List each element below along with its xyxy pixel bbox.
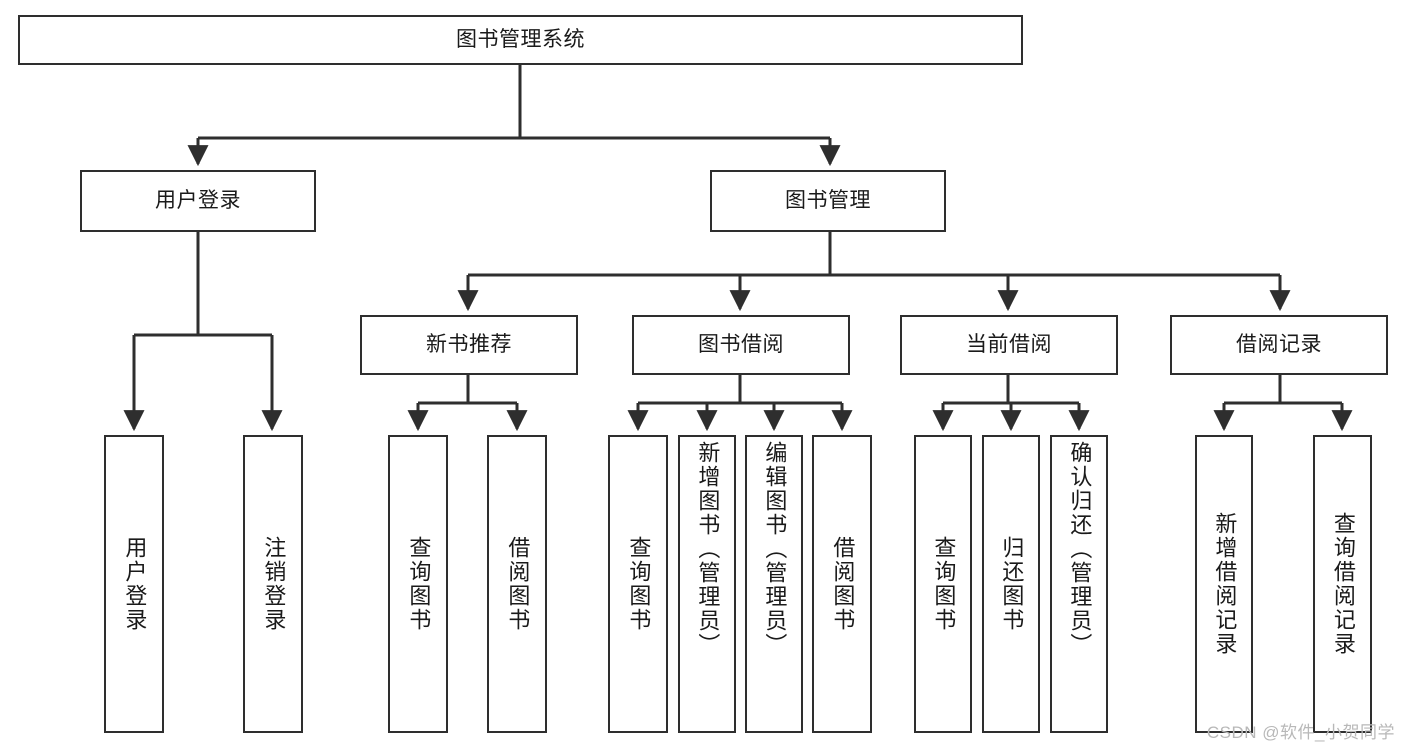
node-book-borrow-label: 图书借阅 xyxy=(698,333,784,357)
leaf-query-book-rec[interactable]: 查询图书 xyxy=(388,435,448,733)
leaf-query-book-borrow[interactable]: 查询图书 xyxy=(608,435,668,733)
node-user-login[interactable]: 用户登录 xyxy=(80,170,316,232)
leaf-query-borrow-record[interactable]: 查询借阅记录 xyxy=(1313,435,1372,733)
leaf-query-book-current[interactable]: 查询图书 xyxy=(914,435,972,733)
leaf-borrow-book-label: 借阅图书 xyxy=(830,536,856,632)
leaf-borrow-book[interactable]: 借阅图书 xyxy=(812,435,872,733)
node-new-book-recommend-label: 新书推荐 xyxy=(426,333,512,357)
leaf-add-borrow-record-label: 新增借阅记录 xyxy=(1212,512,1238,656)
leaf-return-book-label: 归还图书 xyxy=(999,536,1025,632)
leaf-logout[interactable]: 注销登录 xyxy=(243,435,303,733)
leaf-query-book-current-label: 查询图书 xyxy=(931,536,957,632)
node-new-book-recommend[interactable]: 新书推荐 xyxy=(360,315,578,375)
leaf-edit-book-label: 编辑图书（管理员） xyxy=(762,441,788,657)
node-root-label: 图书管理系统 xyxy=(456,28,585,52)
csdn-watermark: CSDN @软件_小贺同学 xyxy=(1206,723,1395,742)
node-book-management-label: 图书管理 xyxy=(785,189,871,213)
node-user-login-label: 用户登录 xyxy=(155,189,241,213)
leaf-query-book-rec-label: 查询图书 xyxy=(406,536,432,632)
leaf-confirm-return[interactable]: 确认归还（管理员） xyxy=(1050,435,1108,733)
node-borrow-record-label: 借阅记录 xyxy=(1236,333,1322,357)
leaf-query-borrow-record-label: 查询借阅记录 xyxy=(1330,512,1356,656)
leaf-query-book-borrow-label: 查询图书 xyxy=(626,536,652,632)
leaf-return-book[interactable]: 归还图书 xyxy=(982,435,1040,733)
leaf-logout-label: 注销登录 xyxy=(261,536,287,632)
node-book-management[interactable]: 图书管理 xyxy=(710,170,946,232)
leaf-add-borrow-record[interactable]: 新增借阅记录 xyxy=(1195,435,1253,733)
leaf-borrow-book-rec-label: 借阅图书 xyxy=(505,536,531,632)
node-borrow-record[interactable]: 借阅记录 xyxy=(1170,315,1388,375)
node-current-borrow[interactable]: 当前借阅 xyxy=(900,315,1118,375)
leaf-add-book-label: 新增图书（管理员） xyxy=(695,441,721,657)
node-book-borrow[interactable]: 图书借阅 xyxy=(632,315,850,375)
node-root[interactable]: 图书管理系统 xyxy=(18,15,1023,65)
node-current-borrow-label: 当前借阅 xyxy=(966,333,1052,357)
leaf-user-login-label: 用户登录 xyxy=(122,536,148,632)
leaf-borrow-book-rec[interactable]: 借阅图书 xyxy=(487,435,547,733)
leaf-edit-book[interactable]: 编辑图书（管理员） xyxy=(745,435,803,733)
leaf-user-login[interactable]: 用户登录 xyxy=(104,435,164,733)
leaf-add-book[interactable]: 新增图书（管理员） xyxy=(678,435,736,733)
leaf-confirm-return-label: 确认归还（管理员） xyxy=(1067,441,1093,657)
